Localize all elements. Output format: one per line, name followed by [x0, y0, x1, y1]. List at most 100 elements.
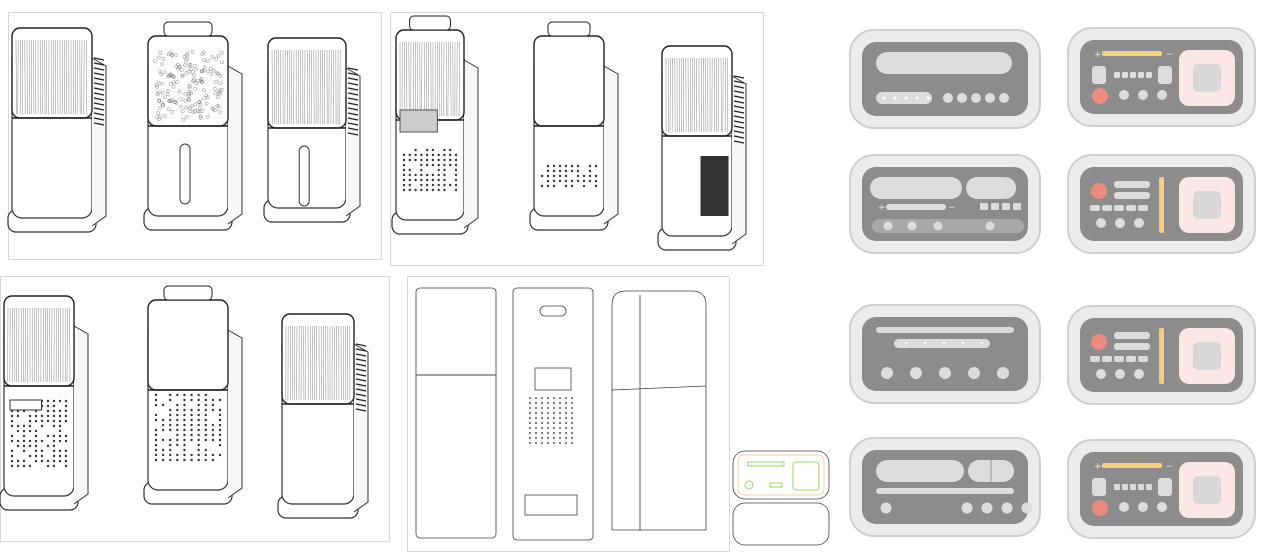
side-face: [228, 66, 242, 224]
perforation: [29, 465, 31, 467]
perforation: [190, 439, 192, 441]
perforation: [155, 404, 157, 406]
perforation: [183, 444, 185, 446]
perforation: [190, 429, 192, 431]
control-panel-linework: [733, 451, 829, 545]
perforation: [583, 175, 585, 177]
perforation: [176, 444, 178, 446]
knob: [1096, 369, 1106, 379]
perforation: [197, 444, 199, 446]
perforation: [547, 165, 549, 167]
perforation: [53, 420, 55, 422]
panel-outline: [733, 451, 829, 499]
perforation: [535, 437, 537, 439]
perforation: [414, 179, 416, 181]
level-button: [1102, 205, 1112, 211]
perforation: [455, 159, 457, 161]
perforation: [553, 412, 555, 414]
perforation: [559, 437, 561, 439]
level-button: [1126, 356, 1136, 362]
perforation: [559, 407, 561, 409]
perforation: [559, 165, 561, 167]
perforation: [53, 435, 55, 437]
knob: [1096, 218, 1106, 228]
perforation: [219, 429, 221, 431]
perforation: [547, 170, 549, 172]
perforation: [553, 432, 555, 434]
perforation: [11, 460, 13, 462]
perforation: [535, 432, 537, 434]
perforation: [449, 159, 451, 161]
perforation: [190, 454, 192, 456]
perforation: [197, 454, 199, 456]
perforation: [437, 189, 439, 191]
perforation: [577, 175, 579, 177]
perforation: [547, 437, 549, 439]
perforation: [11, 415, 13, 417]
perforation: [41, 450, 43, 452]
button-outline: [770, 483, 782, 487]
perforation: [420, 179, 422, 181]
perforation: [176, 394, 178, 396]
perforation: [162, 439, 164, 441]
perforation: [409, 189, 411, 191]
perforation: [409, 154, 411, 156]
perforation: [197, 429, 199, 431]
perforation: [53, 445, 55, 447]
louver: [400, 110, 437, 132]
perforation: [65, 410, 67, 412]
perforation: [212, 404, 214, 406]
level-button: [1126, 205, 1136, 211]
knob: [1138, 502, 1148, 512]
knob: [985, 93, 995, 103]
knob-track: [872, 219, 1024, 233]
perforation: [535, 422, 537, 424]
perforation: [17, 445, 19, 447]
perforation: [212, 399, 214, 401]
perforation: [529, 422, 531, 424]
perforation: [571, 422, 573, 424]
level-button: [1102, 356, 1112, 362]
perforation: [432, 179, 434, 181]
perforation: [426, 174, 428, 176]
perforation: [17, 465, 19, 467]
top-bar: [876, 327, 1014, 333]
perforation: [409, 169, 411, 171]
perspective-view: [612, 291, 706, 530]
perforation: [35, 455, 37, 457]
perforation: [169, 444, 171, 446]
perforation: [529, 407, 531, 409]
perforation: [571, 442, 573, 444]
perforation: [176, 414, 178, 416]
perforation: [176, 404, 178, 406]
perforation: [176, 409, 178, 411]
level-button: [1138, 205, 1148, 211]
level-button: [1146, 484, 1152, 490]
perforation: [59, 450, 61, 452]
slider: [876, 488, 1014, 494]
perforation: [155, 454, 157, 456]
perforation: [414, 159, 416, 161]
perforation: [426, 184, 428, 186]
knob: [1115, 369, 1125, 379]
perforation: [432, 159, 434, 161]
perforation: [565, 175, 567, 177]
perforation: [565, 442, 567, 444]
purifier-sketch: [0, 296, 88, 510]
perforation: [547, 397, 549, 399]
perforation: [443, 174, 445, 176]
perforation: [403, 164, 405, 166]
perforation: [197, 424, 199, 426]
perforation: [47, 435, 49, 437]
perforation: [169, 449, 171, 451]
perforation: [559, 170, 561, 172]
perforation: [541, 402, 543, 404]
perforation: [535, 427, 537, 429]
indicator-dot: [905, 342, 907, 344]
perforation: [219, 414, 221, 416]
knob: [1138, 90, 1148, 100]
perforation: [17, 430, 19, 432]
knob: [908, 222, 917, 231]
perforation: [219, 419, 221, 421]
filter-block: [396, 30, 464, 120]
